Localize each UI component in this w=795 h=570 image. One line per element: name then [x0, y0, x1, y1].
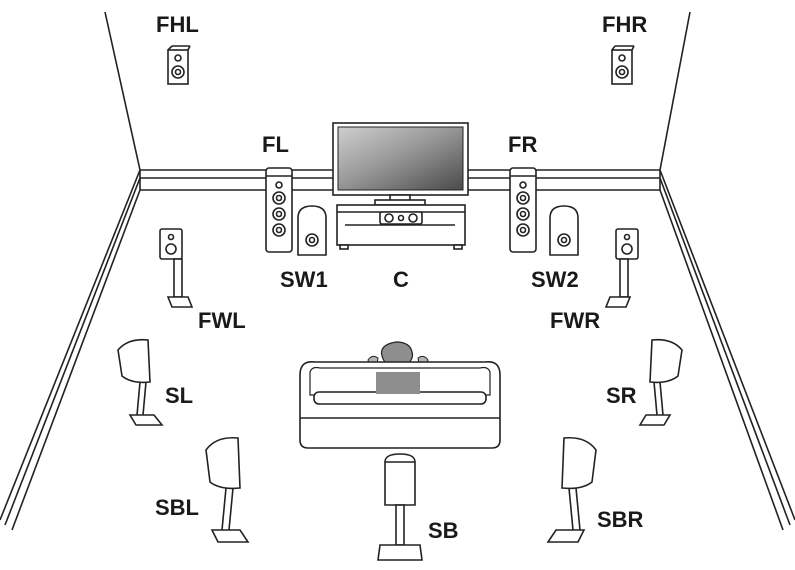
label-c: C	[393, 267, 409, 292]
speaker-fwl-icon	[159, 228, 194, 308]
speaker-sbr-icon	[546, 436, 597, 543]
speaker-fwr-icon	[604, 228, 639, 308]
label-fr: FR	[508, 132, 538, 157]
speaker-sb-icon	[377, 453, 423, 561]
label-sw2: SW2	[531, 267, 579, 292]
label-fhl: FHL	[156, 12, 199, 37]
room-walls	[0, 11, 795, 531]
label-fwr: FWR	[550, 308, 601, 333]
label-sl: SL	[165, 383, 194, 408]
sofa	[299, 360, 501, 449]
speaker-sr-icon	[638, 338, 683, 426]
speaker-sw2-icon	[549, 205, 579, 256]
label-fhr: FHR	[602, 12, 648, 37]
speaker-fhr-icon	[611, 45, 635, 85]
speaker-c-icon	[379, 211, 423, 225]
speaker-sbl-icon	[205, 436, 250, 543]
speaker-sl-icon	[117, 338, 164, 426]
tv	[332, 122, 469, 206]
speaker-fl-icon	[265, 167, 293, 253]
left-wall-corner	[104, 11, 141, 171]
label-sw1: SW1	[280, 267, 328, 292]
speaker-fr-icon	[509, 167, 537, 253]
label-fl: FL	[262, 132, 289, 157]
speaker-sw1-icon	[297, 205, 327, 256]
tv-screen	[337, 126, 464, 191]
label-sbr: SBR	[597, 507, 644, 532]
label-fwl: FWL	[198, 308, 246, 333]
right-wall-corner	[659, 11, 691, 171]
label-sr: SR	[606, 383, 637, 408]
speaker-fhl-icon	[167, 45, 191, 85]
label-sb: SB	[428, 518, 459, 543]
label-sbl: SBL	[155, 495, 199, 520]
